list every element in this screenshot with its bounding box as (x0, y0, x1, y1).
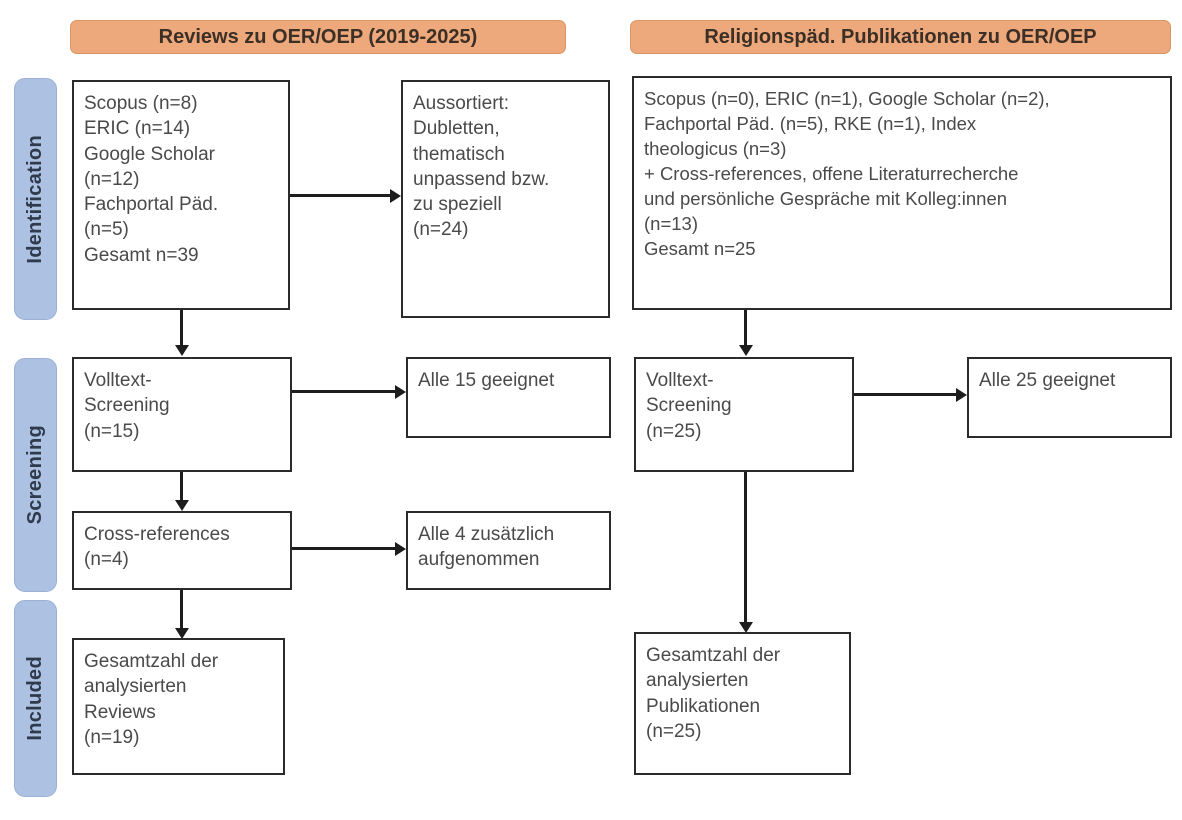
stage-label-included: Included (24, 656, 46, 741)
arrowhead-right-sources-to-fulltext (738, 345, 753, 356)
box-right-all-suitable-text: Alle 25 geeignet (979, 370, 1116, 391)
column-header-religionspaed: Religionspäd. Publikationen zu OER/OEP (630, 20, 1171, 54)
box-left-fulltext-screening-text: Volltext- Screening (n=15) (84, 370, 170, 442)
column-header-religionspaed-label: Religionspäd. Publikationen zu OER/OEP (704, 25, 1097, 48)
arrowhead-right-fulltext-to-suitable (956, 387, 967, 402)
arrowhead-left-fulltext-to-crossrefs (174, 500, 189, 511)
stage-label-identification: Identification (24, 134, 46, 264)
box-left-excluded-text: Aussortiert: Dubletten, thematisch unpas… (413, 93, 550, 241)
box-right-identification-sources: Scopus (n=0), ERIC (n=1), Google Scholar… (632, 76, 1172, 310)
arrowhead-left-sources-to-fulltext (174, 345, 189, 356)
connector-left-crossrefs-to-included (180, 590, 183, 628)
stage-pill-screening: Screening (14, 358, 57, 592)
box-left-identification-sources: Scopus (n=8) ERIC (n=14) Google Scholar … (72, 80, 290, 310)
connector-left-crossrefs-to-added (292, 547, 395, 550)
column-header-reviews-label: Reviews zu OER/OEP (2019-2025) (158, 25, 478, 48)
box-right-fulltext-screening-text: Volltext- Screening (n=25) (646, 370, 732, 442)
box-left-included-total-text: Gesamtzahl der analysierten Reviews (n=1… (84, 651, 219, 748)
stage-pill-included: Included (14, 600, 57, 797)
arrowhead-left-sources-to-excluded (390, 188, 401, 203)
connector-left-fulltext-to-crossrefs (180, 472, 183, 500)
box-left-all-added-text: Alle 4 zusätzlich aufgenommen (418, 524, 555, 571)
stage-pill-identification: Identification (14, 78, 57, 320)
box-right-identification-sources-text: Scopus (n=0), ERIC (n=1), Google Scholar… (644, 88, 1050, 259)
box-left-all-added: Alle 4 zusätzlich aufgenommen (406, 511, 611, 590)
arrowhead-right-fulltext-to-included (738, 622, 753, 633)
box-left-included-total: Gesamtzahl der analysierten Reviews (n=1… (72, 638, 285, 775)
box-right-fulltext-screening: Volltext- Screening (n=25) (634, 357, 854, 472)
box-left-excluded: Aussortiert: Dubletten, thematisch unpas… (401, 80, 610, 318)
connector-left-fulltext-to-suitable (292, 390, 395, 393)
connector-right-fulltext-to-included (744, 472, 747, 622)
column-header-reviews: Reviews zu OER/OEP (2019-2025) (70, 20, 566, 54)
box-left-identification-sources-text: Scopus (n=8) ERIC (n=14) Google Scholar … (84, 93, 219, 266)
connector-left-sources-to-excluded (290, 194, 390, 197)
stage-label-screening: Screening (24, 425, 46, 525)
box-left-fulltext-screening: Volltext- Screening (n=15) (72, 357, 292, 472)
box-right-all-suitable: Alle 25 geeignet (967, 357, 1172, 438)
box-right-included-total-text: Gesamtzahl der analysierten Publikatione… (646, 645, 781, 742)
connector-right-sources-to-fulltext (744, 310, 747, 345)
box-left-all-suitable-text: Alle 15 geeignet (418, 370, 555, 391)
box-left-all-suitable: Alle 15 geeignet (406, 357, 611, 438)
box-left-cross-references: Cross-references (n=4) (72, 511, 292, 590)
connector-left-sources-to-fulltext (180, 310, 183, 345)
arrowhead-left-crossrefs-to-included (174, 628, 189, 639)
arrowhead-left-crossrefs-to-added (395, 541, 406, 556)
box-right-included-total: Gesamtzahl der analysierten Publikatione… (634, 632, 851, 775)
box-left-cross-references-text: Cross-references (n=4) (84, 524, 230, 571)
arrowhead-left-fulltext-to-suitable (395, 384, 406, 399)
connector-right-fulltext-to-suitable (854, 393, 956, 396)
